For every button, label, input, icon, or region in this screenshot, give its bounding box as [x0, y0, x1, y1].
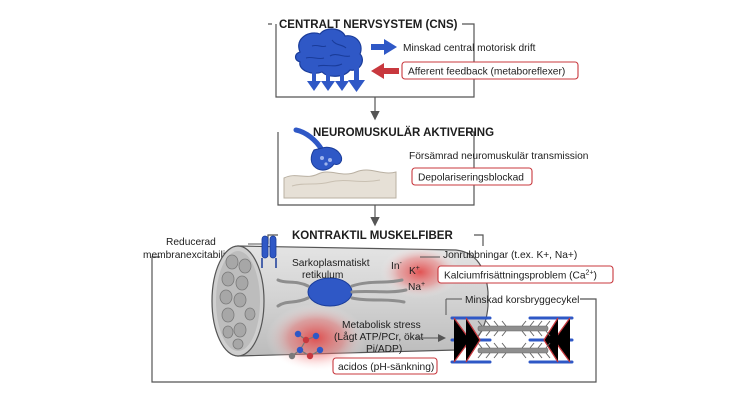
acidosis-box — [332, 357, 438, 375]
sarcomere-icon — [450, 316, 574, 364]
cns-title: CENTRALT NERVSYSTEM (CNS) — [279, 19, 458, 31]
reduced-line2: membranexcitabilitet — [143, 250, 237, 261]
feedback-label: Afferent feedback (metaboreflexer) — [408, 67, 565, 78]
brain-icon — [294, 28, 363, 77]
stress-line1: Metabolisk stress — [342, 320, 421, 331]
sr-line1: Sarkoplasmatiskt — [292, 258, 370, 269]
ion-k: K+ — [409, 265, 420, 277]
ion-in: In- — [391, 260, 403, 272]
crossbridge-label: Minskad korsbryggecykel — [465, 295, 579, 306]
reduced-line1: Reducerad — [166, 237, 216, 248]
neuromuscular-panel: NEUROMUSKULÄR AKTIVERING Försämrad neuro… — [277, 126, 588, 206]
fiber-title: KONTRAKTIL MUSKELFIBER — [292, 230, 453, 242]
block-box — [411, 167, 533, 186]
molecule-icon — [288, 330, 324, 360]
synapse-icon — [283, 127, 397, 199]
calcium-label: Kalciumfrisättningsproblem (Ca2+) — [444, 270, 597, 282]
block-label: Depolariseringsblockad — [418, 173, 524, 184]
cns-panel: CENTRALT NERVSYSTEM (CNS) Minskad centra… — [268, 19, 579, 98]
fiber-panel: KONTRAKTIL MUSKELFIBER Reducerad membran… — [143, 230, 614, 383]
acidosis-label: acidos (pH-sänkning) — [338, 362, 434, 373]
ion-imbalance-label: Jonrubbningar (t.ex. K+, Na+) — [443, 250, 577, 261]
stress-line3: Pi/ADP) — [366, 344, 402, 355]
feedback-box — [401, 61, 579, 80]
stress-line2: (Lågt ATP/PCr, ökat — [334, 331, 423, 343]
motor-drive-label: Minskad central motorisk drift — [403, 43, 536, 54]
membrane-channel — [261, 235, 277, 268]
calcium-box — [437, 265, 614, 284]
sr-line2: retikulum — [302, 270, 343, 281]
arrow-right-icon — [371, 39, 397, 55]
sarcoplasmic-reticulum — [276, 277, 408, 308]
ion-na: Na+ — [408, 281, 425, 293]
arrow-left-icon — [371, 63, 399, 79]
arrow-down-icon — [307, 48, 365, 92]
neuromuscular-title: NEUROMUSKULÄR AKTIVERING — [313, 126, 494, 139]
transmission-label: Försämrad neuromuskulär transmission — [409, 151, 588, 162]
